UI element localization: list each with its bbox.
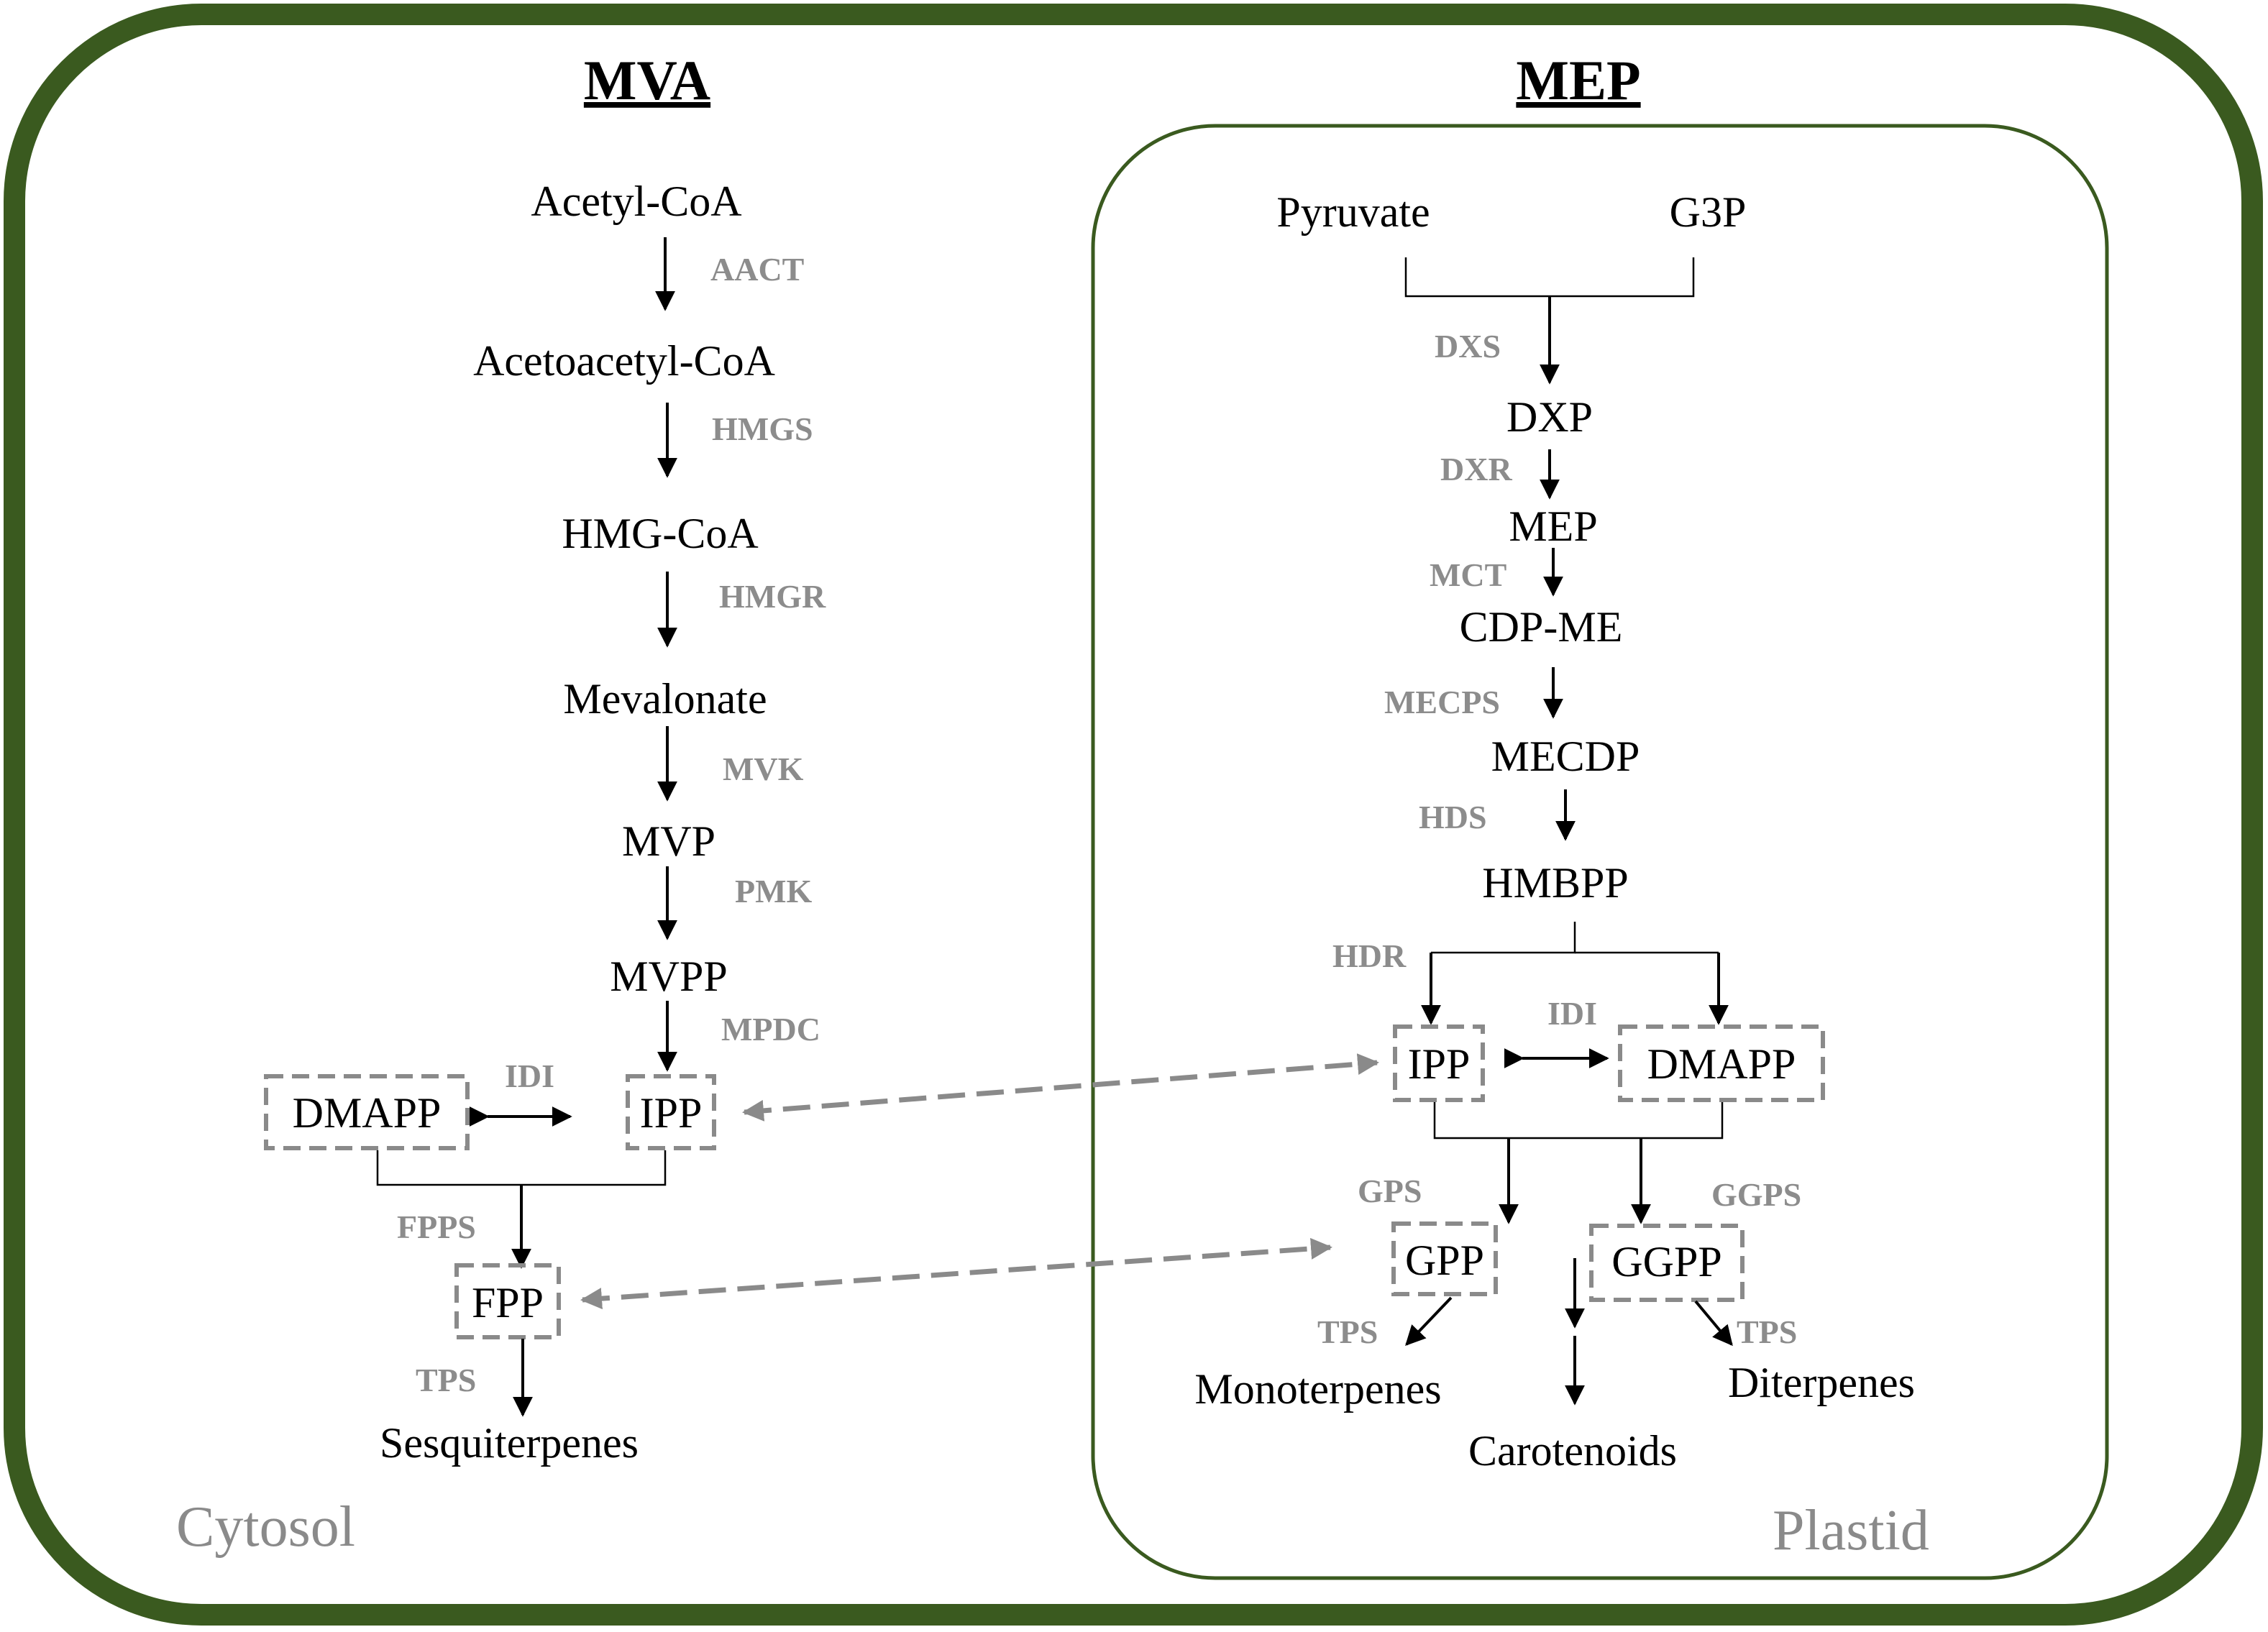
metabolite-mep-dmapp: DMAPP: [1647, 1040, 1796, 1088]
enzyme-tps-di: TPS: [1737, 1314, 1797, 1350]
enzyme-dxr: DXR: [1440, 451, 1512, 487]
enzyme-mep-idi: IDI: [1547, 995, 1597, 1032]
metabolite-hmbpp: HMBPP: [1482, 859, 1628, 907]
enzyme-ggps: GGPS: [1711, 1176, 1801, 1213]
enzyme-hmgr: HMGR: [719, 578, 826, 615]
metabolite-gpp: GPP: [1405, 1237, 1484, 1284]
enzyme-fpps: FPPS: [397, 1209, 476, 1245]
box-gpp: [1391, 1221, 1498, 1296]
metabolite-g3p: G3P: [1670, 188, 1747, 236]
metabolite-fpp: FPP: [472, 1279, 544, 1326]
metabolite-dxp: DXP: [1506, 393, 1593, 441]
enzyme-pmk: PMK: [735, 873, 813, 909]
enzyme-mva-tps: TPS: [416, 1362, 476, 1398]
enzyme-mvk: MVK: [723, 751, 804, 787]
enzyme-mct: MCT: [1430, 556, 1506, 593]
transport-arrow-fpp-gpp: [580, 1237, 1332, 1310]
enzyme-tps-mono: TPS: [1317, 1314, 1378, 1350]
metabolite-mvpp: MVPP: [610, 953, 727, 1000]
metabolite-mep: MEP: [1509, 503, 1597, 550]
enzyme-hds: HDS: [1419, 799, 1487, 835]
enzyme-mpdc: MPDC: [721, 1011, 820, 1047]
metabolite-mva-ipp: IPP: [640, 1089, 703, 1137]
mep-title: MEP: [1516, 49, 1640, 111]
connector-pyruvate-g3p-merge: [1404, 257, 1695, 298]
enzyme-dxs: DXS: [1435, 328, 1501, 365]
metabolite-hmg-coa: HMG-CoA: [562, 510, 758, 557]
metabolite-ggpp: GGPP: [1611, 1238, 1721, 1285]
cytosol-label: Cytosol: [176, 1495, 355, 1559]
transport-arrow-ipp: [742, 1053, 1379, 1122]
enzyme-hmgs: HMGS: [712, 411, 813, 447]
box-mep-dmapp: [1618, 1024, 1825, 1102]
metabolite-cdp-me: CDP-ME: [1460, 603, 1623, 651]
connector-dmapp-ipp-merge: [376, 1150, 667, 1186]
box-mep-ipp: [1393, 1024, 1485, 1102]
arrow-ggpp-to-diterpenes: [1694, 1300, 1733, 1347]
metabolite-sesquiterpenes: Sesquiterpenes: [380, 1419, 639, 1467]
mva-title: MVA: [584, 49, 710, 111]
metabolite-diterpenes: Diterpenes: [1728, 1359, 1915, 1406]
connector-hmbpp-split: [1431, 922, 1576, 954]
box-mva-ipp: [626, 1074, 716, 1150]
metabolite-acetoacetyl-coa: Acetoacetyl-CoA: [473, 337, 775, 385]
plastid-border: [1091, 124, 2109, 1580]
metabolite-mvp: MVP: [622, 817, 715, 865]
plastid-label: Plastid: [1773, 1499, 1929, 1562]
metabolite-monoterpenes: Monoterpenes: [1194, 1365, 1441, 1413]
arrow-gpp-to-monoterpenes: [1405, 1296, 1453, 1347]
enzyme-mecps: MECPS: [1384, 684, 1500, 720]
metabolite-carotenoids: Carotenoids: [1468, 1427, 1677, 1475]
metabolite-mep-ipp: IPP: [1408, 1040, 1471, 1088]
connector-mep-ipp-dmapp-merge: [1433, 1102, 1724, 1140]
metabolite-mecdp: MECDP: [1491, 733, 1640, 780]
enzyme-aact: AACT: [710, 251, 804, 288]
metabolite-mevalonate: Mevalonate: [563, 675, 767, 723]
enzyme-gps: GPS: [1358, 1173, 1422, 1209]
enzyme-hdr: HDR: [1332, 938, 1407, 974]
metabolite-pyruvate: Pyruvate: [1276, 188, 1430, 236]
cell-wall: [4, 4, 2263, 1626]
box-fpp: [454, 1263, 561, 1339]
box-ggpp: [1589, 1224, 1745, 1302]
box-mva-dmapp: [264, 1074, 470, 1150]
metabolite-mva-dmapp: DMAPP: [293, 1089, 442, 1137]
enzyme-mva-idi: IDI: [505, 1058, 554, 1094]
metabolite-acetyl-coa: Acetyl-CoA: [531, 178, 741, 225]
